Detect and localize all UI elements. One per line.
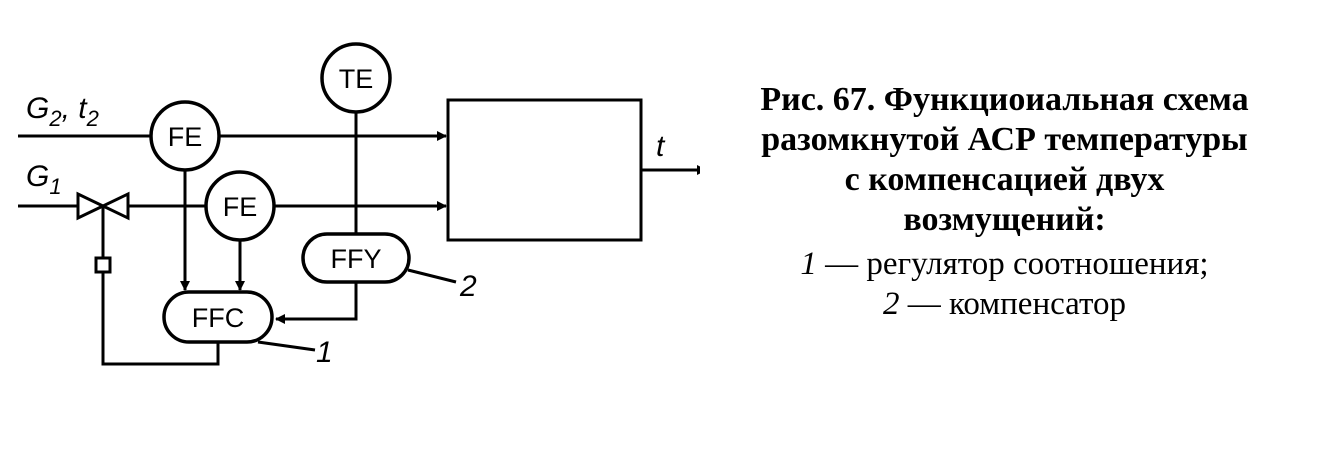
fe-bottom-label: FE bbox=[223, 192, 258, 222]
ffc-callout-number: 1 bbox=[316, 336, 333, 369]
control-valve bbox=[76, 191, 130, 274]
ffy-callout-number: 2 bbox=[459, 270, 477, 303]
legend-number: 1 bbox=[800, 246, 817, 282]
ffc-callout-leader bbox=[257, 340, 316, 352]
caption-title-line: Рис. 67. Функциоиальная схема bbox=[760, 81, 1249, 118]
caption-title-line: с компенсацией двух bbox=[844, 161, 1165, 198]
legend-number: 2 bbox=[883, 286, 900, 322]
legend-item: 1 — регулятор соотношения; bbox=[712, 244, 1297, 284]
ffy-compensator: FFY bbox=[301, 232, 411, 284]
fe-top-label: FE bbox=[168, 122, 203, 152]
caption-title-line: разомкнутой АСР температуры bbox=[761, 121, 1248, 158]
ffy-label: FFY bbox=[331, 244, 382, 274]
g1-input-label: G1 bbox=[26, 160, 62, 199]
legend-text: — регулятор соотношения; bbox=[816, 246, 1209, 282]
ffc-label: FFC bbox=[192, 303, 244, 333]
valve-actuator bbox=[94, 256, 112, 274]
legend-item: 2 — компенсатор bbox=[712, 284, 1297, 324]
ffc-ratio-controller: FFC bbox=[162, 290, 274, 344]
caption-legend: 1 — регулятор соотношения; 2 — компенсат… bbox=[712, 244, 1297, 324]
legend-text: — компенсатор bbox=[899, 286, 1126, 322]
figure-caption: Рис. 67. Функциоиальная схема разомкнуто… bbox=[712, 80, 1297, 324]
g2-t2-input-label: G2, t2 bbox=[26, 92, 99, 131]
fe-bottom-sensor: FE bbox=[204, 170, 276, 242]
caption-title-line: возмущений: bbox=[903, 201, 1106, 238]
ffc-to-valve-line bbox=[101, 272, 220, 366]
process-block bbox=[446, 98, 643, 242]
ffy-callout-leader bbox=[407, 268, 457, 284]
fe-top-sensor: FE bbox=[149, 100, 221, 172]
ffy-to-ffc-line bbox=[275, 282, 358, 324]
output-label: t bbox=[656, 130, 666, 163]
te-sensor: TE bbox=[320, 42, 392, 114]
process-diagram: FE FE TE FFY FFC G2, t2 G1 t 1 2 bbox=[18, 42, 700, 369]
caption-title: Рис. 67. Функциоиальная схема разомкнуто… bbox=[712, 80, 1297, 240]
te-label: TE bbox=[339, 64, 374, 94]
